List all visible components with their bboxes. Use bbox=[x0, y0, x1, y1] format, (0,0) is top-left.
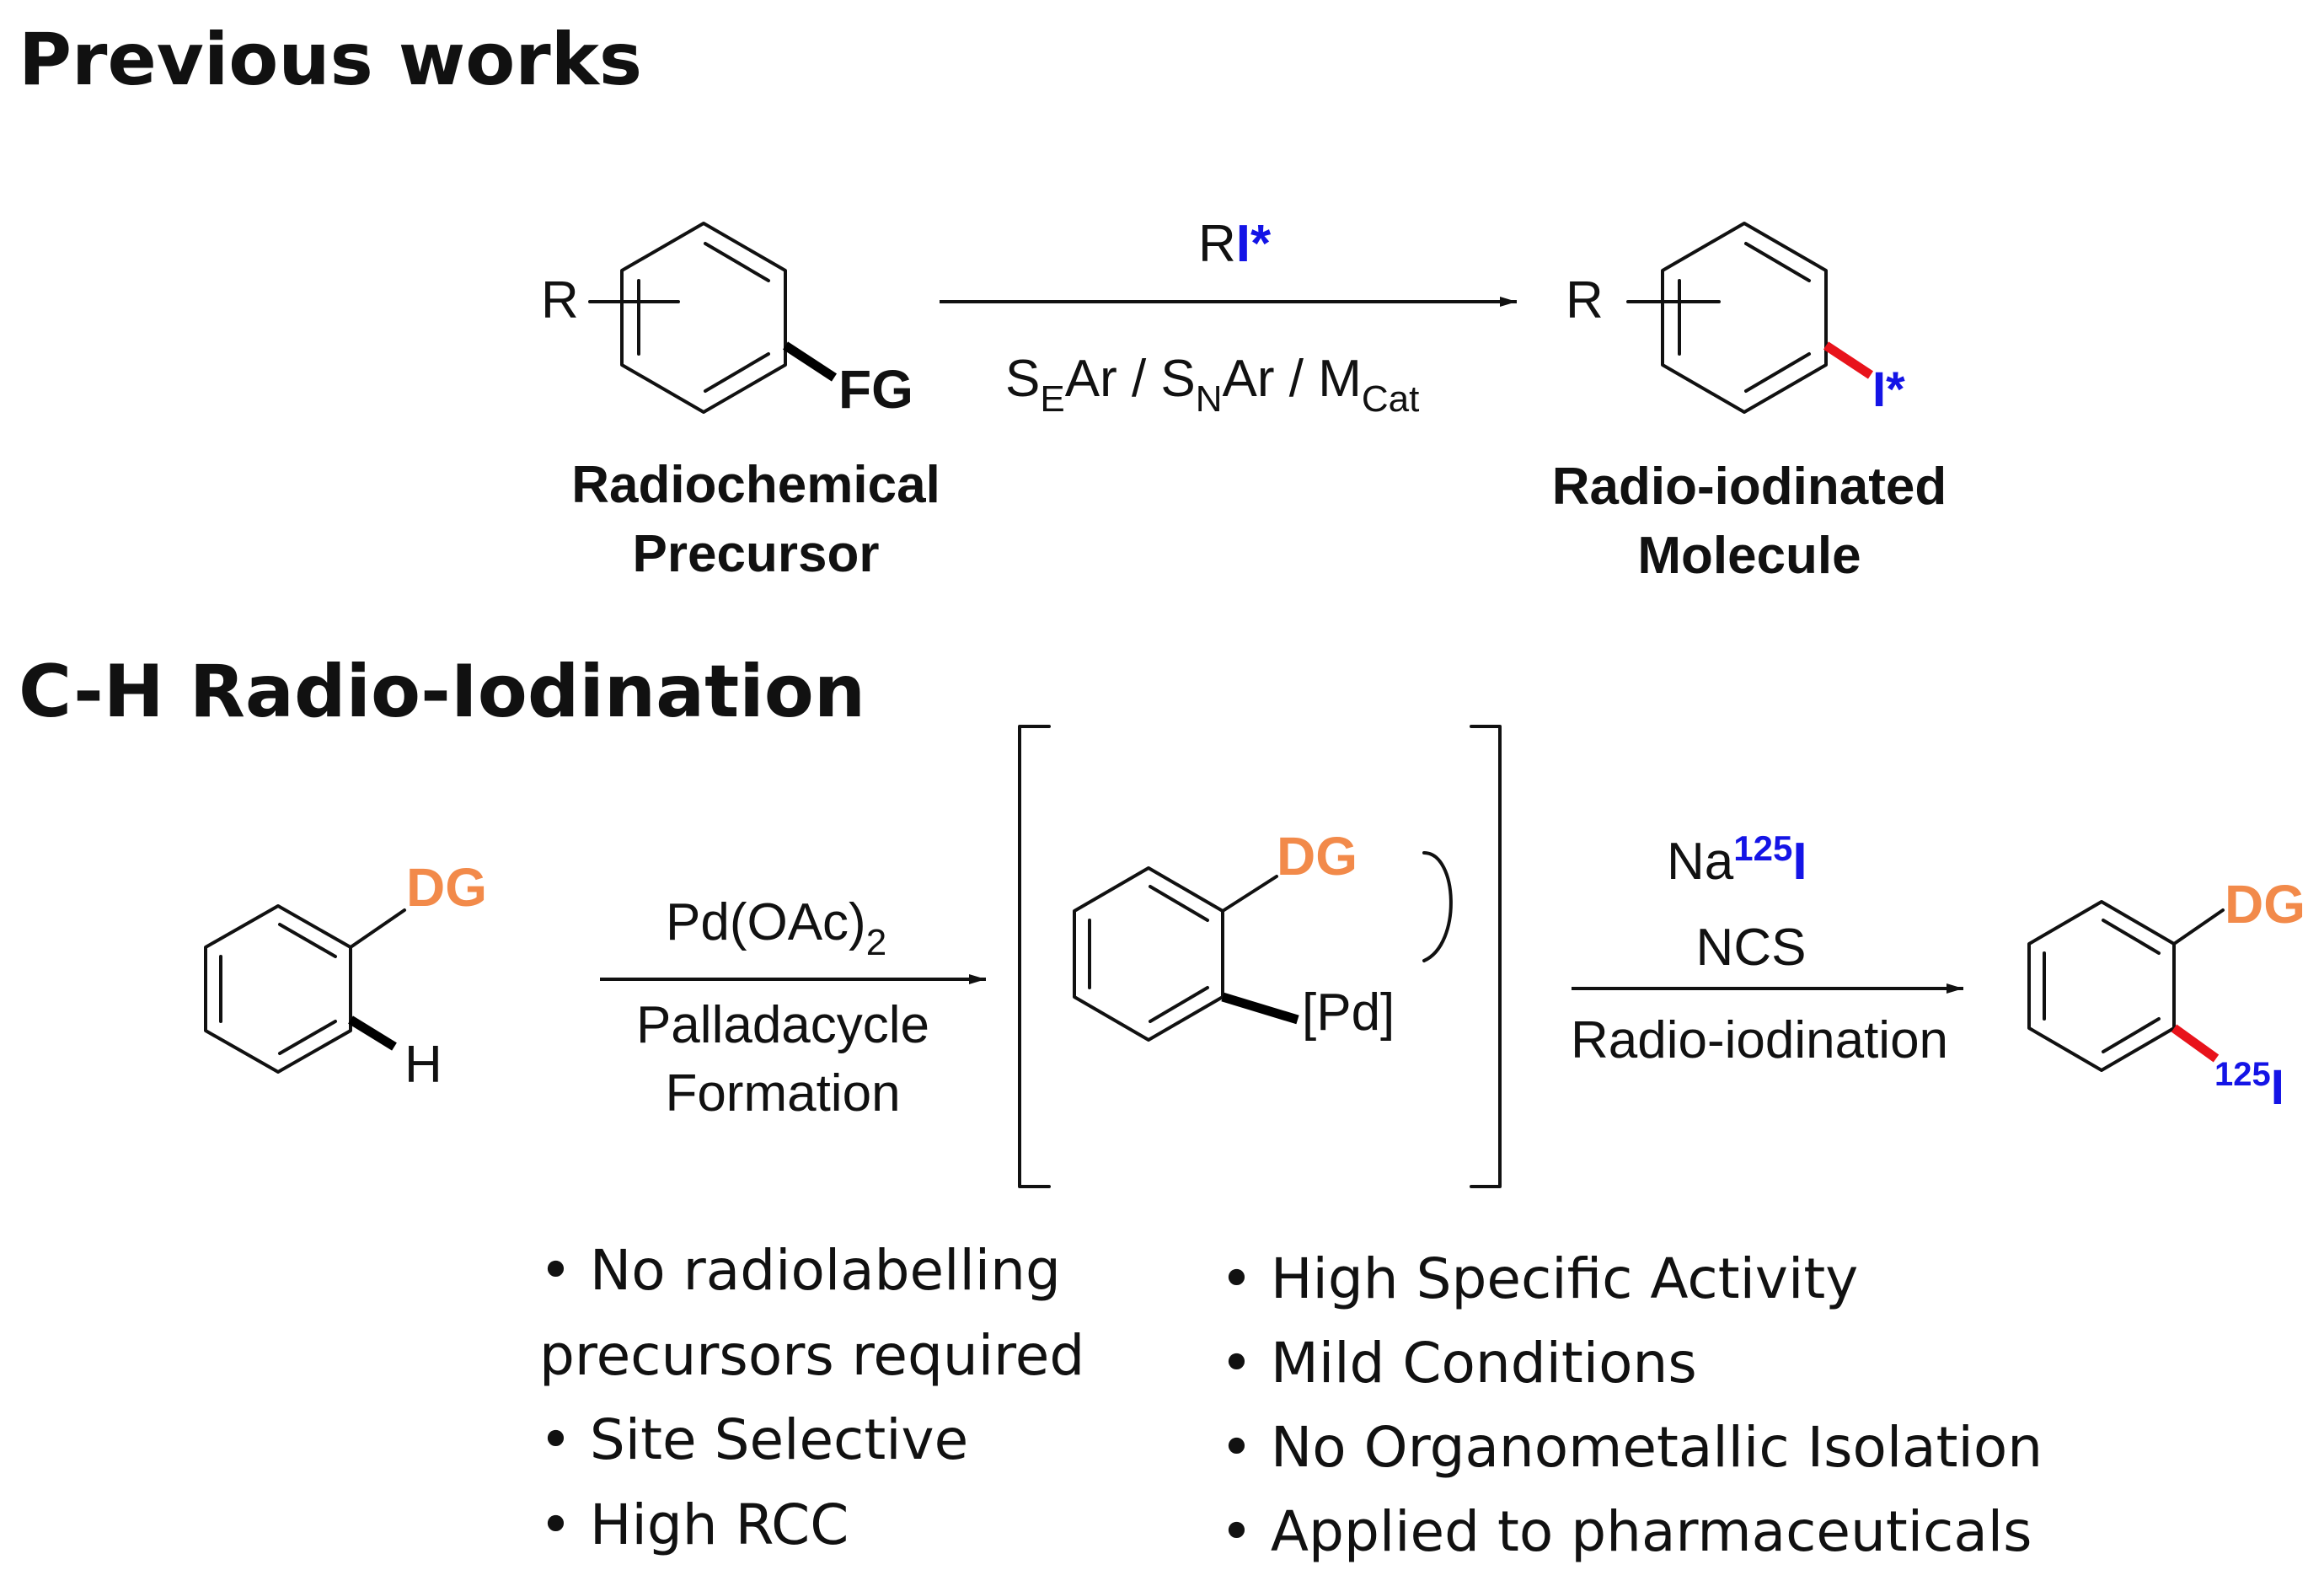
product-dg-label: DG bbox=[2225, 874, 2305, 935]
ch-bond bbox=[348, 1015, 397, 1051]
heading-ch-radio-iodination: C-H Radio-Iodination bbox=[19, 650, 865, 734]
top-reagent-iodine: I* bbox=[1236, 215, 1272, 273]
product-iodine-label: I* bbox=[1872, 362, 1905, 417]
bullet-right-2: • Mild Conditions bbox=[1220, 1331, 1697, 1396]
left-bracket bbox=[1018, 725, 1051, 1188]
arene-substrate: DG H bbox=[204, 857, 487, 1094]
hydrogen-label: H bbox=[404, 1036, 442, 1094]
bullets-left: • No radiolabelling precursors required … bbox=[539, 1238, 1084, 1557]
substrate-dg-label: DG bbox=[406, 857, 487, 918]
new-c-i-bond bbox=[1823, 341, 1874, 379]
iodinated-product: DG 125I bbox=[2027, 874, 2305, 1115]
product-label-line2: Molecule bbox=[1637, 527, 1861, 585]
bullet-left-3: • High RCC bbox=[539, 1492, 849, 1557]
new-c-125i-bond bbox=[2171, 1024, 2220, 1063]
bullet-left-1-cont: precursors required bbox=[539, 1323, 1084, 1388]
bullet-left-1: • No radiolabelling bbox=[539, 1238, 1061, 1303]
step2-reagent: Na125I bbox=[1667, 828, 1807, 891]
product-label-line1: Radio-iodinated bbox=[1552, 458, 1946, 516]
step1-label-line1: Palladacycle bbox=[636, 996, 929, 1054]
bullet-right-1: • High Specific Activity bbox=[1220, 1246, 1858, 1311]
chelation-arc bbox=[1422, 851, 1453, 962]
fg-bond bbox=[782, 341, 838, 382]
right-bracket bbox=[1470, 725, 1502, 1188]
precursor-molecule: R FG bbox=[541, 222, 913, 420]
palladacycle-intermediate: DG [Pd] bbox=[1073, 826, 1453, 1042]
pd-label: [Pd] bbox=[1302, 983, 1395, 1042]
bullet-left-2: • Site Selective bbox=[539, 1407, 968, 1472]
step2-label: Radio-iodination bbox=[1571, 1011, 1948, 1069]
fg-label: FG bbox=[838, 359, 913, 420]
bullets-right: • High Specific Activity • Mild Conditio… bbox=[1220, 1246, 2043, 1564]
precursor-label-line1: Radiochemical bbox=[571, 456, 940, 514]
product-r-substituent-label: R bbox=[1566, 271, 1604, 330]
bullet-right-4: • Applied to pharmaceuticals bbox=[1220, 1499, 2032, 1564]
c-pd-bond bbox=[1221, 992, 1299, 1025]
step1-label-line2: Formation bbox=[665, 1064, 900, 1123]
heading-previous-works: Previous works bbox=[19, 18, 642, 102]
r-substituent-label: R bbox=[541, 271, 579, 330]
precursor-label-line2: Precursor bbox=[633, 525, 880, 583]
product-125i-label: 125I bbox=[2214, 1056, 2284, 1115]
top-conditions: SEAr / SNAr / MCat bbox=[1005, 350, 1419, 420]
radio-iodinated-product: R I* bbox=[1566, 222, 1905, 417]
step2-oxidant: NCS bbox=[1696, 919, 1807, 977]
bullet-right-3: • No Organometallic Isolation bbox=[1220, 1415, 2043, 1480]
intermediate-dg-label: DG bbox=[1277, 826, 1357, 887]
top-reagent: RI* bbox=[1198, 215, 1272, 273]
step1-reagent: Pd(OAc)2 bbox=[666, 893, 886, 963]
